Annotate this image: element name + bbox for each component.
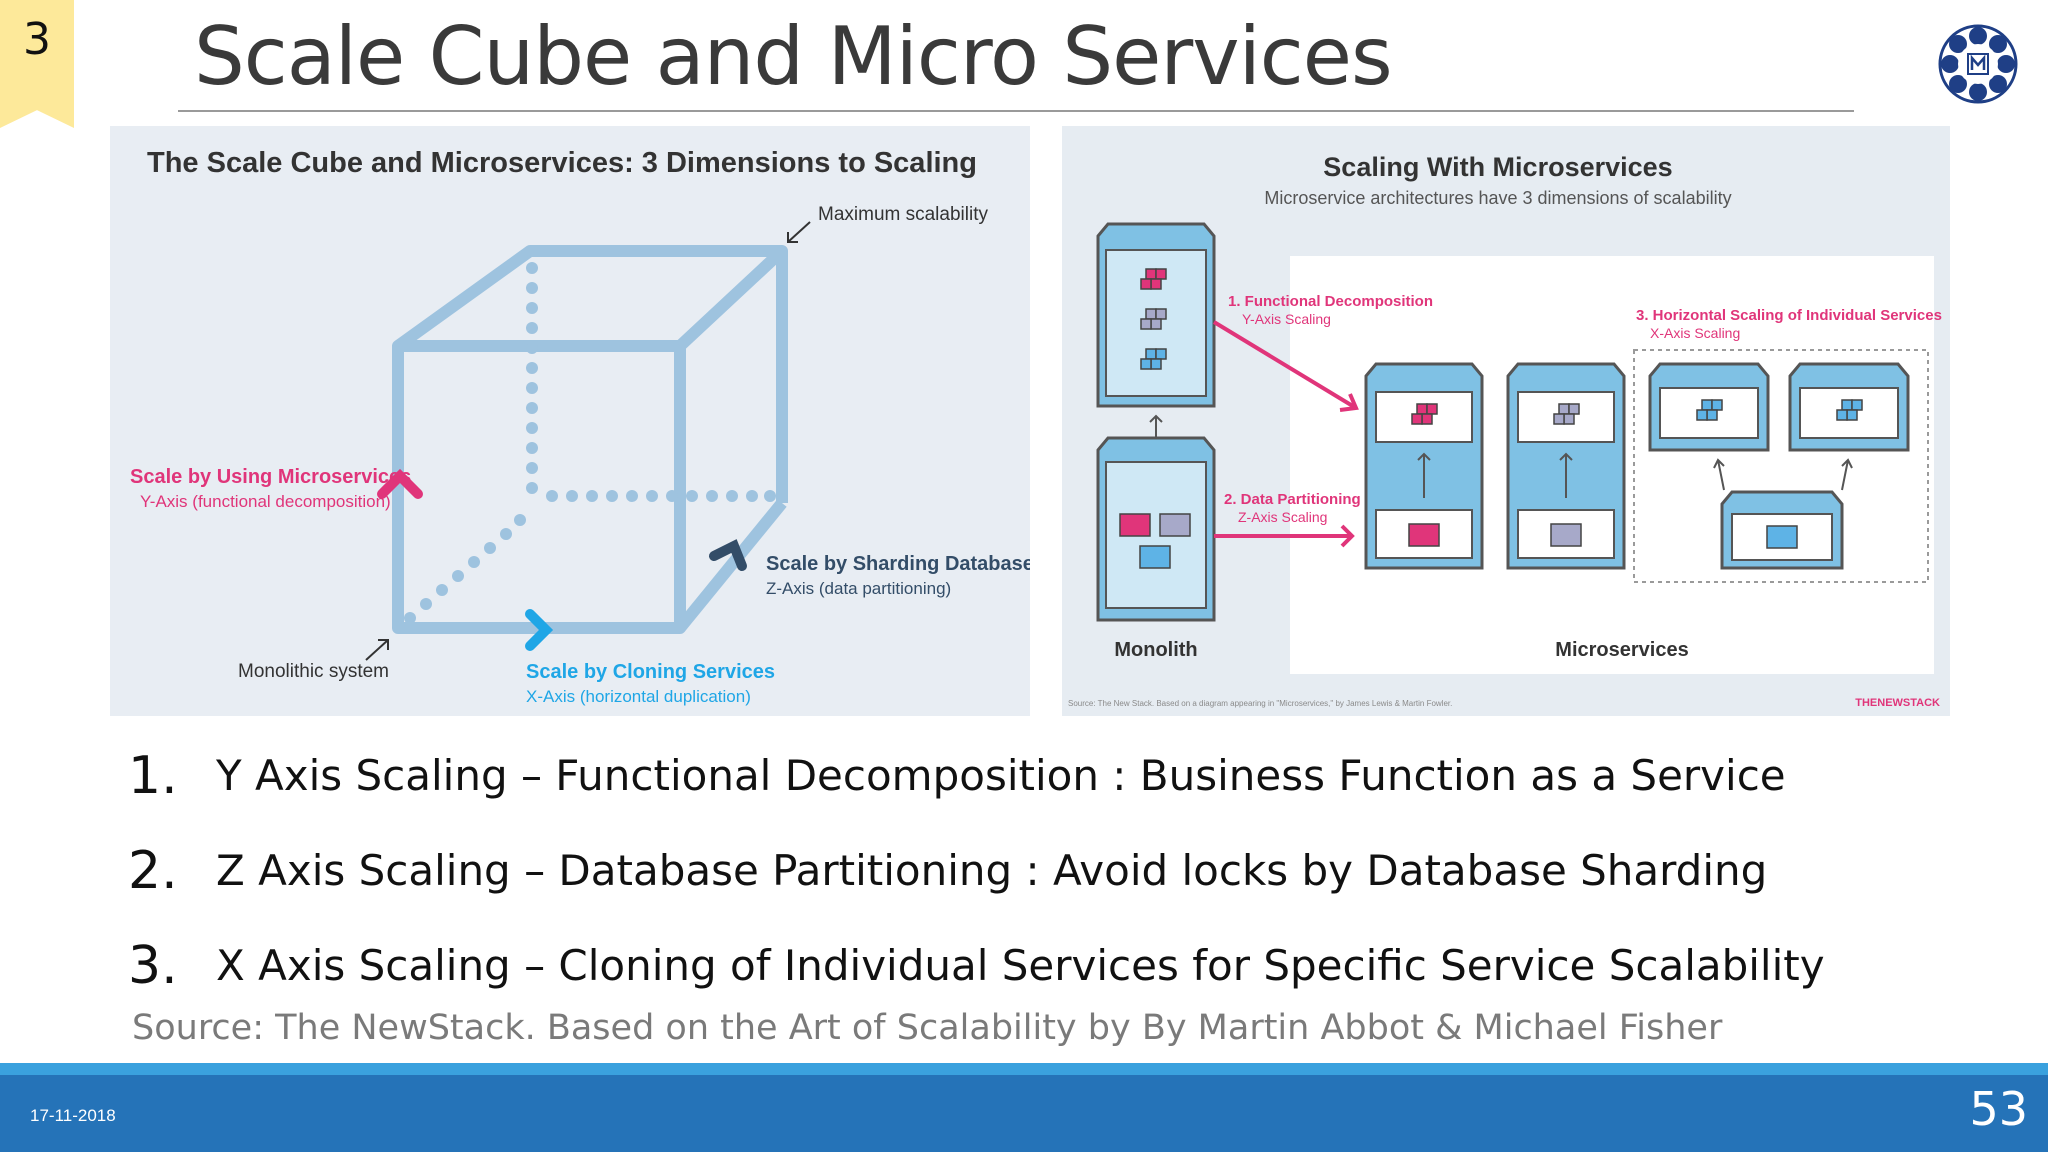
item-number: 1. bbox=[128, 745, 178, 806]
scaling-figure-title: Scaling With Microservices bbox=[1323, 152, 1672, 182]
scaling-figure-subtitle: Microservice architectures have 3 dimens… bbox=[1264, 188, 1731, 208]
scale-cube bbox=[392, 245, 788, 634]
y-axis-arrow-icon bbox=[377, 468, 423, 499]
service-blocks-icon bbox=[1696, 399, 1723, 421]
section-badge: 3 bbox=[0, 0, 74, 128]
list-item: 2. Z Axis Scaling – Database Partitionin… bbox=[128, 823, 1825, 918]
footer-bar bbox=[0, 1075, 2048, 1152]
cube-bottom-right-edge bbox=[675, 499, 787, 632]
table-grid-icon bbox=[1159, 513, 1191, 537]
app-blocks-icon bbox=[1140, 268, 1167, 290]
microservice-stack-2 bbox=[1506, 362, 1626, 570]
z-axis-sub: Z-Axis (data partitioning) bbox=[766, 579, 951, 598]
slide-title: Scale Cube and Micro Services bbox=[194, 10, 1393, 103]
monolithic-label: Monolithic system bbox=[238, 661, 389, 682]
newstack-brand: THENEWSTACK bbox=[1855, 697, 1940, 709]
monolithic-pointer-icon bbox=[365, 639, 389, 661]
item-text: X Axis Scaling – Cloning of Individual S… bbox=[216, 941, 1825, 990]
hidden-vertical-edge bbox=[526, 262, 538, 494]
hidden-depth-edge bbox=[404, 514, 526, 624]
y-axis-sub: Y-Axis (functional decomposition) bbox=[140, 492, 391, 511]
slide-date: 17-11-2018 bbox=[30, 1106, 116, 1125]
data-partitioning-arrow-icon bbox=[1214, 524, 1355, 548]
scale-cube-figure: The Scale Cube and Microservices: 3 Dime… bbox=[110, 126, 1030, 716]
app-blocks-icon bbox=[1140, 308, 1167, 330]
table-grid-icon bbox=[1766, 525, 1798, 549]
monolith-app-server bbox=[1096, 222, 1216, 408]
table-grid-icon bbox=[1119, 513, 1151, 537]
step1-title: 1. Functional Decomposition bbox=[1228, 293, 1433, 310]
source-note: Source: The NewStack. Based on the Art o… bbox=[132, 1008, 1723, 1048]
step1-sub: Y-Axis Scaling bbox=[1242, 311, 1331, 327]
service-blocks-icon bbox=[1411, 403, 1438, 425]
item-number: 2. bbox=[128, 840, 178, 901]
item-number: 3. bbox=[128, 935, 178, 996]
arrow-head-icon bbox=[1149, 414, 1163, 423]
clone-link-arrows-icon bbox=[1713, 458, 1853, 491]
step3-title: 3. Horizontal Scaling of Individual Serv… bbox=[1636, 307, 1942, 324]
cube-top-edges bbox=[394, 245, 788, 351]
item-text: Z Axis Scaling – Database Partitioning :… bbox=[216, 846, 1768, 895]
service-blocks-icon bbox=[1836, 399, 1863, 421]
hidden-horizontal-edge bbox=[546, 490, 776, 502]
y-axis-title: Scale by Using Microservices bbox=[130, 466, 411, 488]
list-item: 1. Y Axis Scaling – Functional Decomposi… bbox=[128, 728, 1825, 823]
max-scalability-label: Maximum scalability bbox=[818, 204, 988, 225]
service-blocks-icon bbox=[1553, 403, 1580, 425]
page-number: 53 bbox=[1969, 1082, 2028, 1136]
item-text: Y Axis Scaling – Functional Decompositio… bbox=[216, 751, 1786, 800]
institute-logo-icon bbox=[1938, 24, 2018, 104]
table-grid-icon bbox=[1139, 545, 1171, 569]
cube-figure-title: The Scale Cube and Microservices: 3 Dime… bbox=[147, 147, 977, 179]
step2-title: 2. Data Partitioning bbox=[1224, 491, 1361, 508]
table-grid-icon bbox=[1408, 523, 1440, 547]
microservices-label: Microservices bbox=[1555, 639, 1688, 661]
x-axis-arrow-icon bbox=[525, 609, 554, 651]
footer-stripe bbox=[0, 1063, 2048, 1075]
horizontal-scaling-region bbox=[1633, 349, 1929, 583]
z-axis-arrow-icon bbox=[709, 539, 747, 571]
monolith-database bbox=[1096, 436, 1216, 622]
shared-database bbox=[1720, 490, 1844, 570]
step2-sub: Z-Axis Scaling bbox=[1238, 509, 1327, 525]
x-axis-title: Scale by Cloning Services bbox=[526, 661, 775, 683]
microservice-stack-1 bbox=[1364, 362, 1484, 570]
title-underline bbox=[178, 110, 1854, 112]
table-grid-icon bbox=[1550, 523, 1582, 547]
figure-footnote: Source: The New Stack. Based on a diagra… bbox=[1068, 699, 1452, 708]
cloned-service-b bbox=[1788, 362, 1910, 452]
key-points-list: 1. Y Axis Scaling – Functional Decomposi… bbox=[128, 728, 1825, 1013]
cloned-service-a bbox=[1648, 362, 1770, 452]
section-number: 3 bbox=[23, 14, 51, 65]
z-axis-title: Scale by Sharding Databases bbox=[766, 553, 1030, 575]
monolith-label: Monolith bbox=[1114, 639, 1197, 661]
scaling-microservices-figure: Scaling With Microservices Microservice … bbox=[1062, 126, 1950, 716]
list-item: 3. X Axis Scaling – Cloning of Individua… bbox=[128, 918, 1825, 1013]
app-blocks-icon bbox=[1140, 348, 1167, 370]
max-scalability-pointer-icon bbox=[787, 221, 811, 243]
x-axis-sub: X-Axis (horizontal duplication) bbox=[526, 687, 751, 706]
step3-sub: X-Axis Scaling bbox=[1650, 325, 1740, 341]
cube-hidden-edges bbox=[404, 262, 776, 624]
functional-decomposition-arrow-icon bbox=[1212, 320, 1359, 412]
